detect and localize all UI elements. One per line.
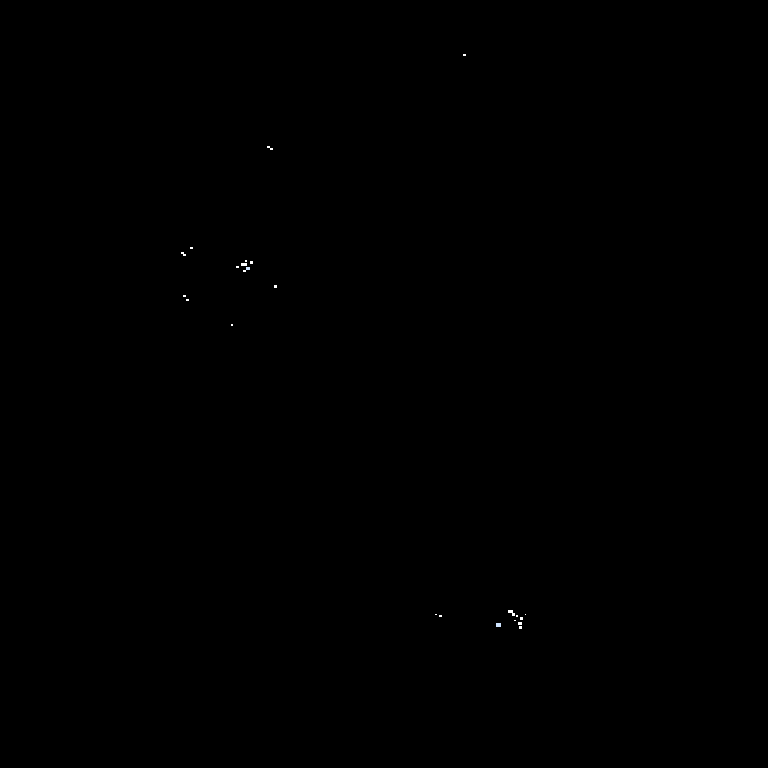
star-speck xyxy=(183,295,186,297)
star-speck xyxy=(496,623,501,627)
star-speck xyxy=(270,148,273,150)
star-speck xyxy=(243,270,246,272)
star-speck xyxy=(236,266,239,268)
star-speck xyxy=(516,615,518,617)
star-speck xyxy=(250,261,253,264)
star-speck xyxy=(245,260,247,262)
star-speck xyxy=(463,54,466,56)
star-speck xyxy=(190,247,193,249)
star-speck xyxy=(439,615,442,617)
star-speck xyxy=(186,299,189,301)
star-speck xyxy=(435,614,437,615)
star-speck xyxy=(181,252,184,254)
star-speck xyxy=(183,254,186,256)
star-speck xyxy=(518,622,522,625)
star-speck xyxy=(241,263,247,266)
star-speck xyxy=(520,617,523,620)
star-speck xyxy=(508,610,513,613)
star-speck xyxy=(231,324,233,326)
star-speck xyxy=(525,614,526,615)
star-speck xyxy=(246,267,250,270)
star-speck xyxy=(267,146,270,148)
star-speck xyxy=(519,626,522,629)
star-speck xyxy=(514,620,516,621)
star-speck xyxy=(274,285,277,288)
star-speck xyxy=(512,613,515,616)
